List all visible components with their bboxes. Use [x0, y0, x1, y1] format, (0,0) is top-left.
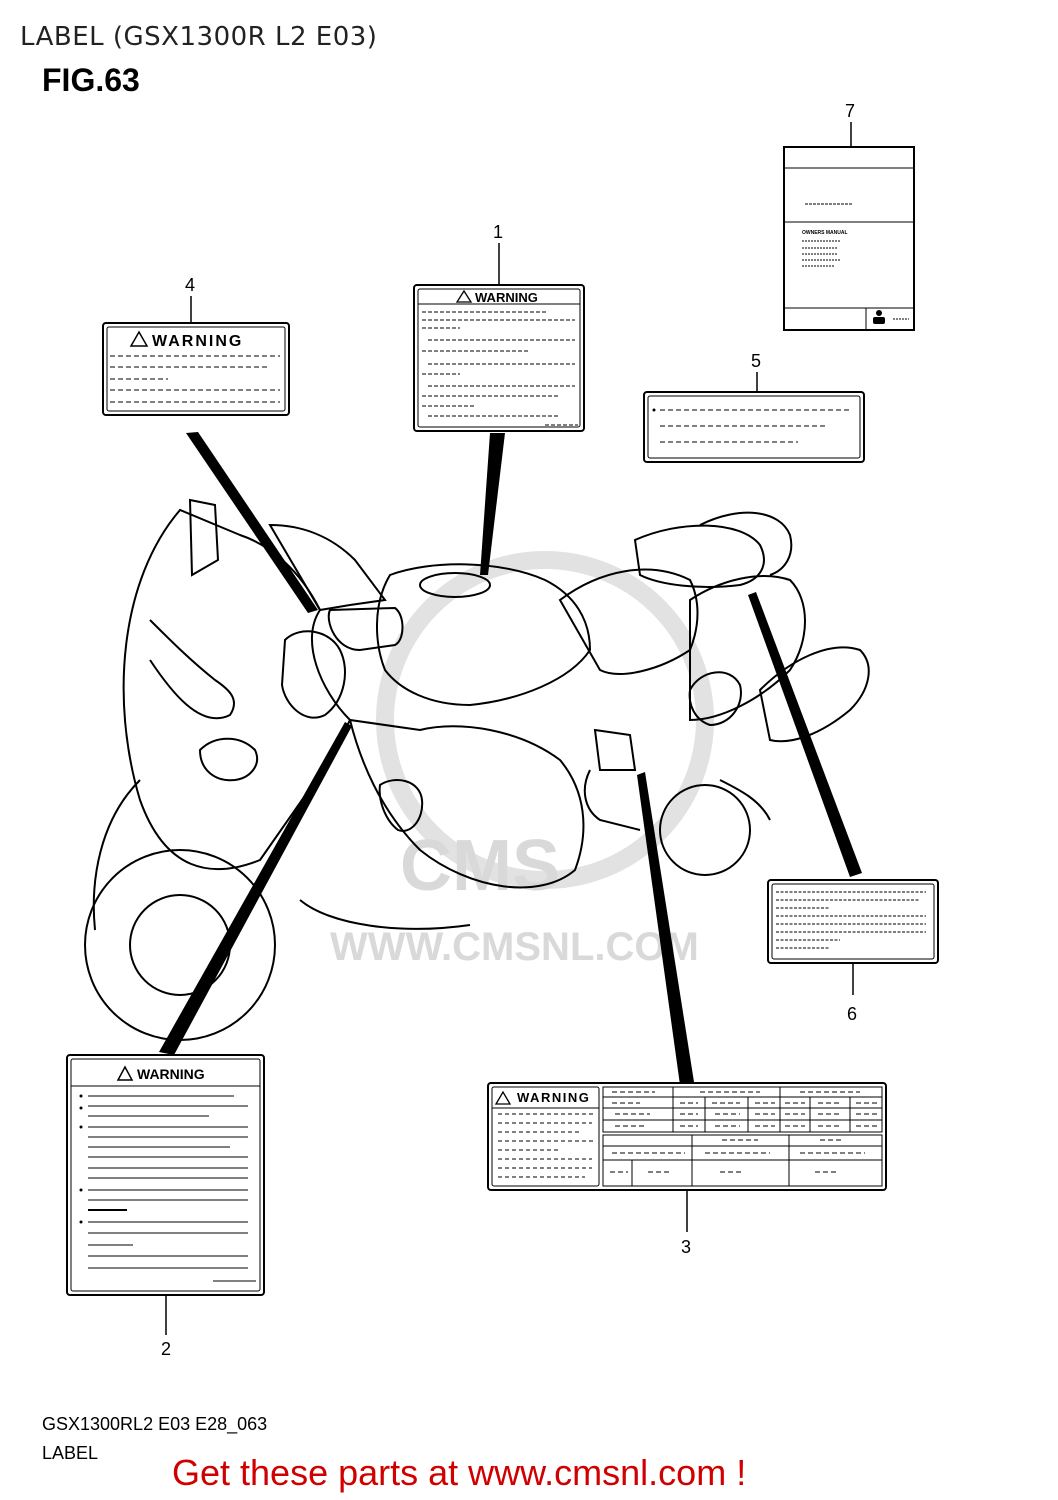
label-5	[643, 391, 865, 463]
label-1-warning: WARNING	[413, 284, 585, 432]
label-4-warning-text: WARNING	[152, 333, 243, 350]
figure-number: FIG.63	[42, 62, 140, 98]
page-title: LABEL (GSX1300R L2 E03)	[20, 22, 378, 52]
label-6	[767, 879, 939, 964]
manual-title: OWNERS MANUAL	[802, 230, 848, 236]
label-4-warning: WARNING	[102, 322, 290, 416]
promo-link[interactable]: Get these parts at www.cmsnl.com !	[172, 1452, 747, 1493]
label-2-warning: WARNING	[66, 1054, 265, 1296]
person-icon	[873, 310, 885, 324]
warning-triangle-icon	[455, 289, 473, 303]
callout-3: 3	[681, 1237, 691, 1257]
figure-code: GSX1300RL2 E03 E28_063	[42, 1414, 268, 1434]
label-2-warning-text: WARNING	[137, 1066, 205, 1082]
callout-6: 6	[847, 1004, 857, 1024]
watermark: CMS WWW.CMSNL.COM	[330, 551, 714, 969]
label-3-warning: WARNING	[487, 1082, 887, 1191]
callout-1: 1	[493, 222, 503, 242]
motorcycle-outline	[84, 498, 870, 1041]
leader-lines	[159, 432, 862, 1085]
label-3-warning-text: WARNING	[517, 1090, 590, 1105]
warning-triangle-icon	[494, 1090, 512, 1105]
callout-2: 2	[161, 1339, 171, 1359]
figure-caption: LABEL	[42, 1443, 99, 1463]
owners-manual: OWNERS MANUAL	[783, 146, 915, 331]
callout-leaders	[165, 122, 854, 1335]
callout-7: 7	[845, 101, 855, 121]
callout-4: 4	[185, 275, 195, 295]
label-1-warning-text: WARNING	[475, 290, 538, 305]
warning-triangle-icon	[129, 330, 149, 347]
watermark-url: WWW.CMSNL.COM	[330, 925, 699, 969]
warning-triangle-icon	[116, 1065, 134, 1081]
watermark-brand: CMS	[400, 826, 560, 906]
callout-5: 5	[751, 351, 761, 371]
